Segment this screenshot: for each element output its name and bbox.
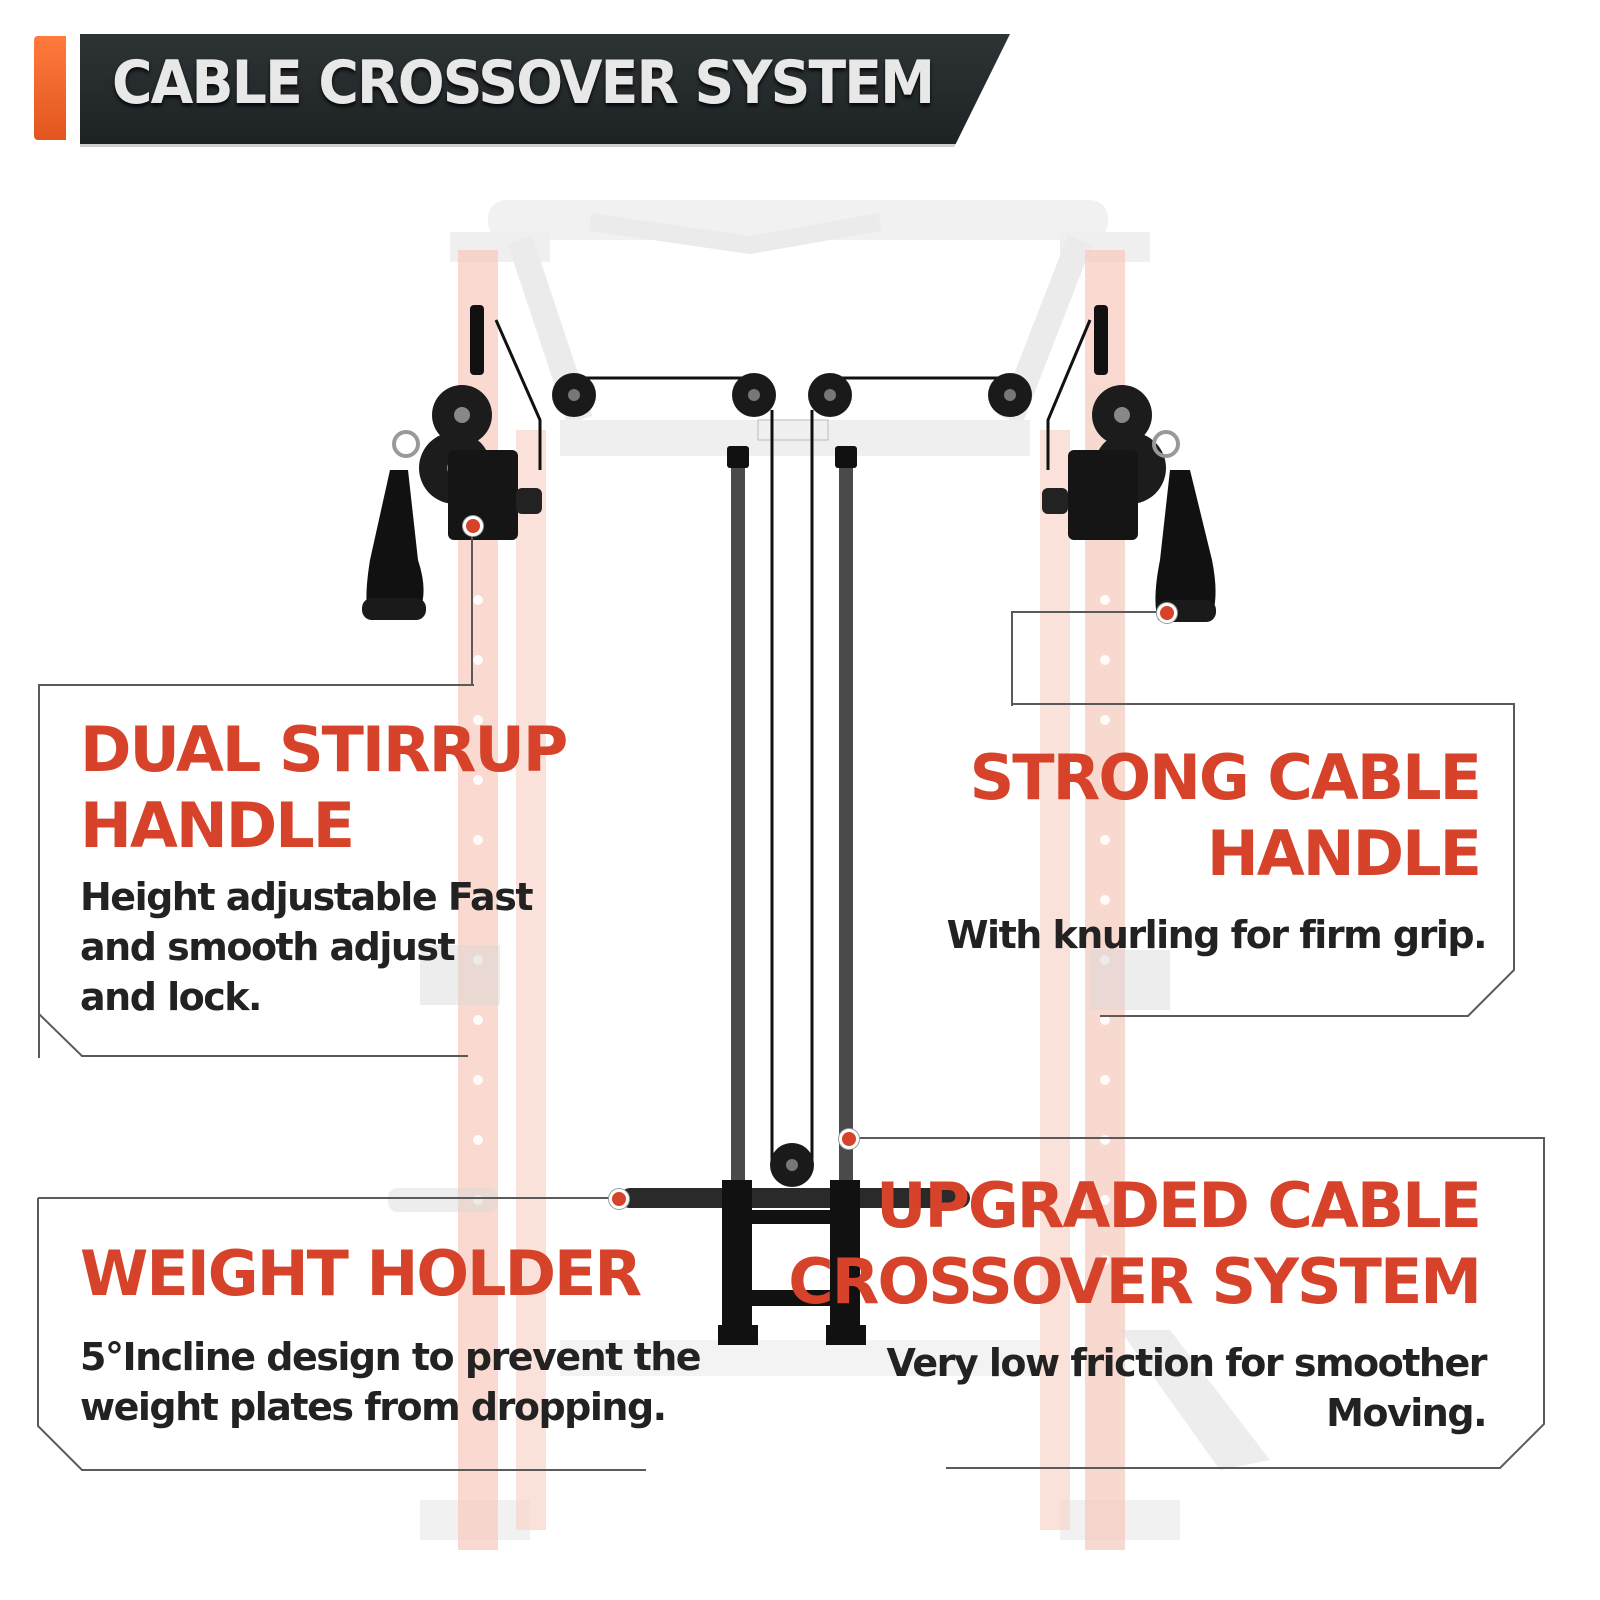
weight-holder-title-line1: WEIGHT HOLDER	[80, 1237, 642, 1310]
stirrup-desc-line3: and lock.	[80, 975, 263, 1019]
banner-accent	[34, 36, 66, 140]
stirrup-marker	[463, 516, 483, 536]
upgraded-desc-line1: Very low friction for smoother	[886, 1341, 1488, 1385]
stirrup-callout-box	[38, 684, 474, 1058]
upright-holes	[473, 595, 1110, 1265]
cable-handle-title-line2: HANDLE	[1206, 817, 1482, 890]
header-banner	[80, 34, 1010, 147]
upgraded-title-line1: UPGRADED CABLE	[876, 1169, 1482, 1242]
upgraded-title-line2: CROSSOVER SYSTEM	[788, 1245, 1482, 1318]
upgraded-desc-line2: Moving.	[1326, 1391, 1487, 1435]
upgraded-callout-box	[848, 1137, 1545, 1469]
cable-handle-marker	[1157, 603, 1177, 623]
upgraded-marker	[839, 1129, 859, 1149]
weight-holder-callout-box	[37, 1198, 646, 1471]
top-pulleys	[552, 373, 1032, 417]
stirrup-title-line1: DUAL STIRRUP	[80, 713, 568, 786]
callout-leaders	[38, 526, 1166, 1199]
left-pulley-assembly	[362, 305, 542, 620]
rack-top-frame	[420, 200, 1180, 1540]
stirrup-desc-line2: and smooth adjust	[80, 925, 456, 969]
stirrup-callout-corner	[38, 1000, 468, 1057]
stirrup-title-line2: HANDLE	[80, 789, 355, 862]
weight-carriage	[620, 1180, 970, 1345]
cable-handle-callout-box	[1012, 703, 1515, 1017]
weight-holder-desc-line1: 5°Incline design to prevent the	[80, 1335, 702, 1379]
cable-handle-desc-line1: With knurling for firm grip.	[946, 913, 1488, 957]
weight-holder-desc-line2: weight plates from dropping.	[80, 1385, 667, 1429]
cable-handle-title-line1: STRONG CABLE	[969, 741, 1482, 814]
page-title: CABLE CROSSOVER SYSTEM	[112, 48, 935, 118]
guide-rods	[727, 410, 857, 1210]
weight-holder-marker	[609, 1189, 629, 1209]
stirrup-desc-line1: Height adjustable Fast	[80, 875, 533, 919]
